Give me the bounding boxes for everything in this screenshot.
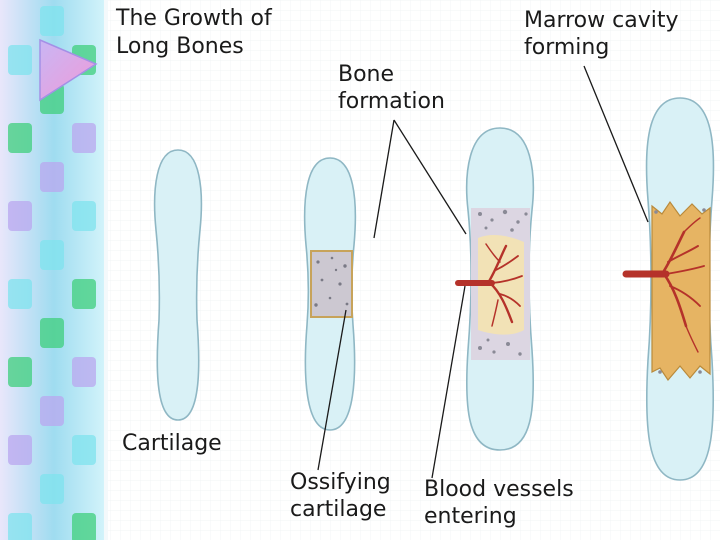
label-cartilage: Cartilage <box>122 431 222 456</box>
stage-cartilage <box>153 149 203 421</box>
label-ossifying-cartilage: Ossifying cartilage <box>290 470 391 522</box>
leader-ossifying <box>317 309 347 471</box>
sidebar-block <box>72 435 96 465</box>
sidebar-block <box>72 201 96 231</box>
stage-ossifying-cartilage <box>303 157 357 431</box>
sidebar-block <box>40 396 64 426</box>
sidebar-block <box>72 123 96 153</box>
sidebar-block <box>8 123 32 153</box>
sidebar-block <box>8 513 32 540</box>
leader-bone-formation-2 <box>393 119 467 235</box>
leader-lines <box>317 65 649 479</box>
label-blood-vessels-entering: Blood vessels entering <box>424 477 574 529</box>
cartilage-bone <box>153 149 203 421</box>
label-bone-formation: Bone formation <box>338 62 445 114</box>
leader-marrow-cavity <box>583 65 649 223</box>
sidebar-block <box>40 162 64 192</box>
leader-bone-formation-1 <box>373 119 395 239</box>
sidebar-block <box>40 6 64 36</box>
sidebar-block <box>8 279 32 309</box>
figure-grid <box>108 0 720 540</box>
sidebar-block <box>72 357 96 387</box>
sidebar-block <box>40 318 64 348</box>
blood-vessels <box>455 243 523 327</box>
sidebar-block <box>72 513 96 540</box>
stage-blood-vessels <box>455 127 535 451</box>
sidebar-block <box>8 45 32 75</box>
diagram-title: The Growth of Long Bones <box>116 6 272 59</box>
sidebar-block <box>72 279 96 309</box>
sidebar-block <box>40 474 64 504</box>
sidebar-block <box>8 435 32 465</box>
sidebar-block <box>8 201 32 231</box>
sidebar-block <box>40 240 64 270</box>
leader-blood-vessels <box>431 285 466 479</box>
sidebar-block <box>8 357 32 387</box>
play-arrow-icon <box>39 38 98 102</box>
marrow-blood-vessels <box>622 217 705 353</box>
stage-marrow-cavity <box>622 97 715 481</box>
label-marrow-cavity-forming: Marrow cavity forming <box>524 8 679 60</box>
